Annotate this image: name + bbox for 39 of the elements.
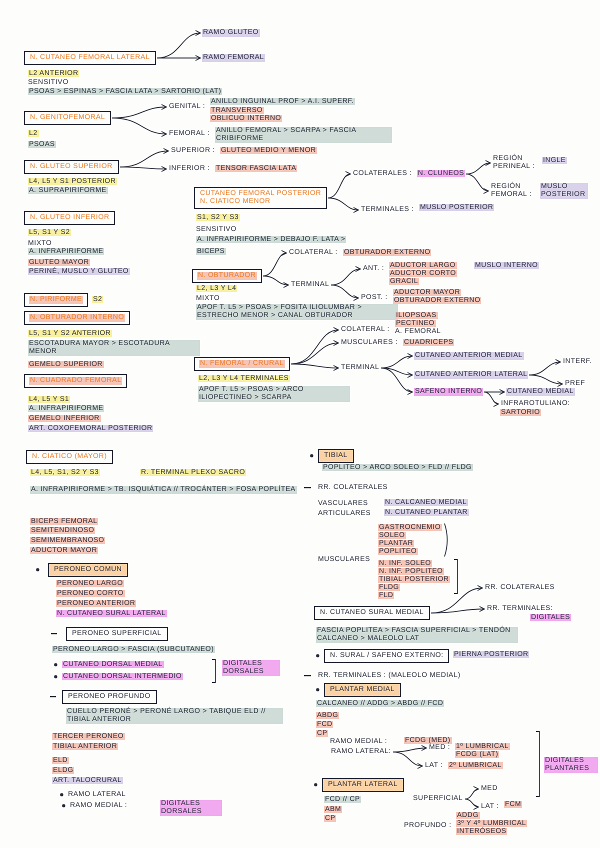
arrow (262, 276, 289, 288)
nerve-box (24, 51, 156, 65)
nerve-box (24, 111, 112, 125)
nerve-box (314, 606, 430, 620)
arrow (290, 364, 339, 371)
arrow (484, 392, 499, 406)
arrow (380, 368, 413, 394)
arrow (120, 166, 167, 172)
nerve-box (24, 293, 88, 307)
arrow (528, 374, 563, 387)
nerve-box (26, 450, 113, 464)
arrow (430, 606, 485, 614)
nerve-box (192, 269, 262, 283)
arrow (464, 786, 479, 800)
arrow (464, 798, 479, 810)
arrow (392, 752, 423, 768)
nerve-box (322, 778, 404, 792)
nerve-box (324, 649, 450, 663)
nerve-box (66, 627, 168, 641)
nerve-box (24, 160, 119, 174)
nerve-box (24, 374, 128, 388)
nerve-box (194, 357, 290, 371)
nerve-box (24, 211, 116, 225)
arrow (328, 172, 351, 198)
arrow (262, 251, 287, 276)
nerve-box (324, 683, 401, 697)
arrow (328, 198, 359, 213)
arrow (156, 55, 201, 61)
nerve-box (194, 187, 328, 209)
arrow (466, 160, 491, 174)
arrow (484, 389, 505, 395)
arrow (330, 284, 359, 300)
nerve-box (318, 449, 354, 463)
arrow (380, 368, 413, 378)
nerve-box (62, 690, 157, 704)
arrow (112, 118, 167, 137)
nerve-box (24, 311, 130, 325)
arrow (466, 174, 489, 194)
nerve-box (48, 563, 128, 577)
